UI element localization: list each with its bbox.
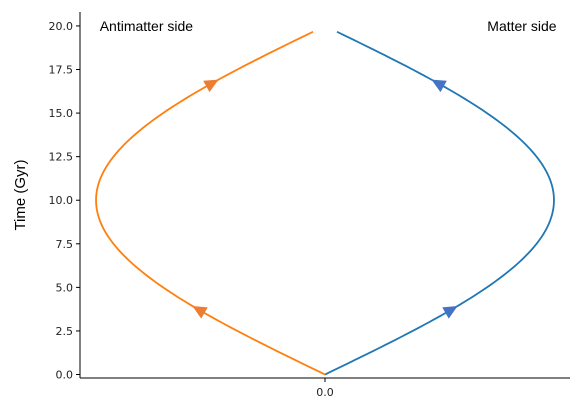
series-line-antimatter xyxy=(95,30,326,376)
y-tick-label: 7.5 xyxy=(56,238,74,251)
y-tick-label: 20.0 xyxy=(49,20,74,33)
direction-arrow xyxy=(442,305,458,319)
y-tick-label: 17.5 xyxy=(49,64,74,77)
y-axis-label: Time (Gyr) xyxy=(12,159,29,230)
y-tick-label: 10.0 xyxy=(49,194,74,207)
direction-arrow xyxy=(203,79,219,93)
y-tick-label: 2.5 xyxy=(56,325,74,338)
x-tick-label: 0.0 xyxy=(316,386,334,399)
y-tick-label: 0.0 xyxy=(56,369,74,382)
plot-area: 0.0 2.5 5.0 7.5 10.0 12.5 15.0 17.5 20.0 0.0 Antim… xyxy=(49,12,570,399)
y-tick-label: 5.0 xyxy=(56,281,74,294)
direction-arrow xyxy=(431,79,447,93)
y-tick-label: 15.0 xyxy=(49,107,74,120)
annotation-label: Antimatter side xyxy=(100,18,194,34)
y-tick-label: 12.5 xyxy=(49,151,74,164)
direction-arrow xyxy=(192,305,208,319)
annotation-label: Matter side xyxy=(487,18,556,34)
series-line-matter xyxy=(324,30,555,376)
